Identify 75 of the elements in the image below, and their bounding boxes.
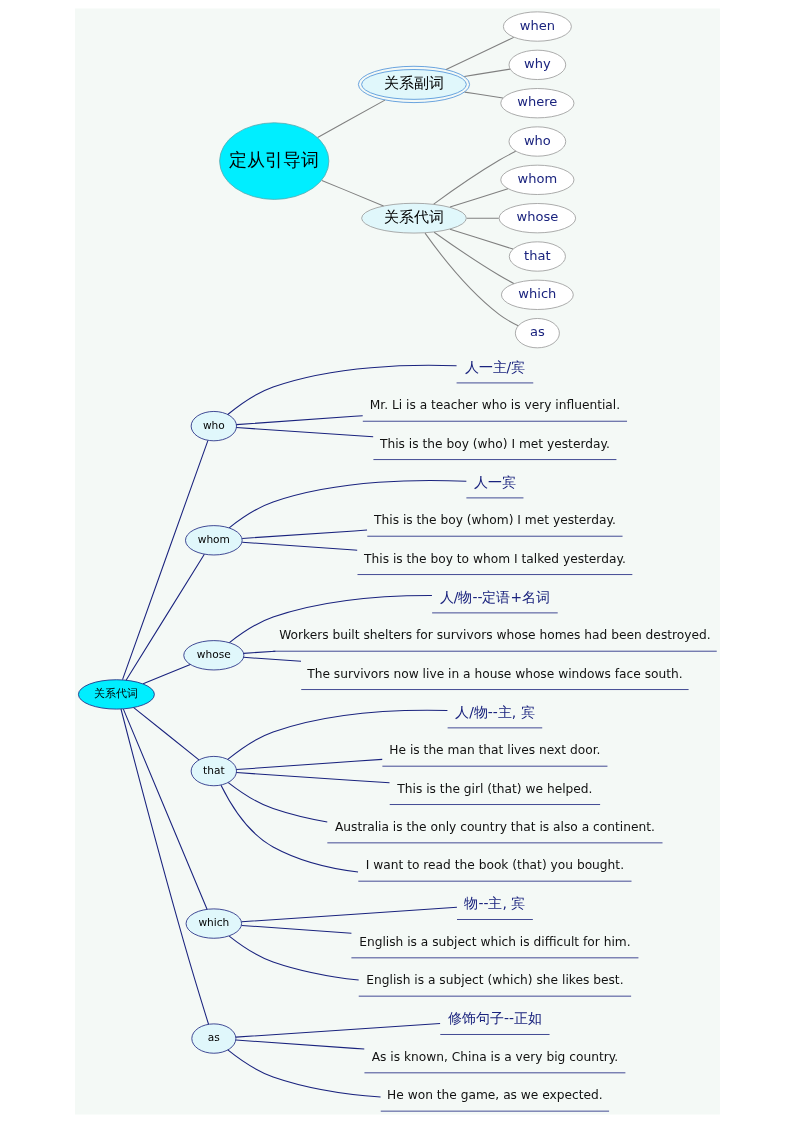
- node-text: This is the boy to whom I talked yesterday.: [363, 551, 626, 566]
- connector: [235, 772, 390, 784]
- node-ellipse: who: [508, 126, 566, 157]
- node-text: 人一主/宾: [464, 358, 525, 375]
- node-text: This is the boy (whom) I met yesterday.: [373, 513, 616, 528]
- connector: [122, 708, 208, 910]
- connector: [121, 440, 208, 681]
- node-ellipse: 定从引导词: [218, 122, 329, 200]
- node-text: He is the man that lives next door.: [388, 743, 600, 758]
- connector: [132, 707, 199, 761]
- connector: [449, 228, 513, 250]
- connector: [242, 650, 276, 654]
- connector: [226, 1049, 381, 1098]
- node-text: English is a subject which is difficult for him.: [358, 935, 631, 950]
- node-text: The survivors now live in a house whose windows face south.: [306, 666, 683, 681]
- connector: [320, 179, 384, 207]
- node-ellipse: as: [514, 318, 560, 349]
- connector: [240, 924, 352, 934]
- node-text: Workers built shelters for survivors whose homes had been destroyed.: [278, 628, 711, 643]
- connector: [234, 1022, 441, 1038]
- connector: [235, 758, 383, 771]
- connector: [228, 594, 432, 644]
- node-text: 物--主, 宾: [464, 895, 525, 912]
- connector: [465, 217, 499, 219]
- node-ellipse: whose: [498, 203, 576, 234]
- node-text: I want to read the book (that) you bought.: [365, 858, 624, 873]
- connector: [228, 479, 467, 529]
- connector: [242, 656, 302, 662]
- connector: [463, 91, 503, 99]
- connector: [226, 364, 457, 415]
- node-text: Australia is the only country that is also a continent.: [334, 820, 655, 835]
- connector: [445, 36, 514, 71]
- connector: [234, 1039, 365, 1050]
- node-ellipse: 关系代词: [77, 679, 155, 710]
- connector: [235, 415, 363, 426]
- connector: [449, 188, 508, 208]
- node-ellipse: which: [500, 279, 574, 310]
- node-ellipse: as: [190, 1023, 236, 1054]
- node-text: 人/物--主, 宾: [454, 703, 535, 720]
- connector: [142, 664, 191, 685]
- node-ellipse: which: [185, 908, 242, 939]
- connector: [219, 784, 359, 873]
- connector: [433, 231, 514, 284]
- connector: [227, 782, 328, 823]
- connector: [424, 232, 519, 327]
- node-ellipse: where: [499, 88, 574, 119]
- node-text: 修饰句子--正如: [447, 1010, 542, 1027]
- node-ellipse: why: [508, 49, 566, 80]
- connector: [235, 427, 374, 438]
- node-ellipse: 关系代词: [360, 202, 467, 234]
- connector: [226, 709, 448, 760]
- connector: [240, 906, 457, 923]
- connector: [463, 68, 511, 77]
- connector: [241, 529, 368, 539]
- node-text: Mr. Li is a teacher who is very influential.: [369, 398, 620, 413]
- node-ellipse: whom: [184, 525, 243, 556]
- connector: [125, 553, 205, 681]
- connector: [316, 99, 385, 138]
- connector: [432, 150, 516, 205]
- node-ellipse: whose: [182, 640, 244, 671]
- node-text: 人一宾: [473, 473, 516, 490]
- node-text: 人/物--定语+名词: [439, 588, 550, 605]
- node-ellipse: that: [190, 756, 237, 787]
- connector: [241, 541, 358, 551]
- node-text: English is a subject (which) she likes best.: [365, 973, 624, 988]
- node-text: As is known, China is a very big country.: [371, 1049, 618, 1064]
- node-text: He won the game, as we expected.: [386, 1088, 603, 1103]
- node-ellipse: who: [190, 411, 237, 442]
- node-ellipse: that: [508, 241, 566, 272]
- node-ellipse: when: [502, 11, 572, 42]
- node-ellipse: whom: [499, 164, 574, 195]
- connector: [119, 708, 209, 1025]
- connector: [228, 935, 359, 981]
- node-text: This is the boy (who) I met yesterday.: [379, 436, 610, 451]
- node-text: This is the girl (that) we helped.: [396, 781, 592, 796]
